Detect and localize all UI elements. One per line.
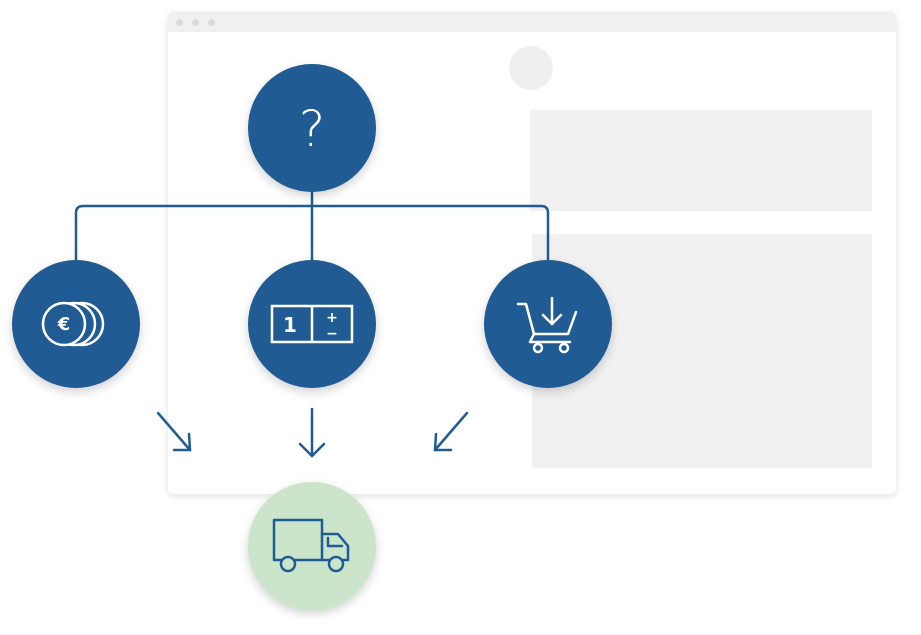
minus-symbol: − (326, 326, 338, 342)
cart-download-icon (516, 296, 578, 354)
euro-coins-icon: € (41, 301, 105, 347)
payment-option-node: € (12, 260, 140, 388)
arrow-middle-to-result (298, 407, 326, 458)
avatar-placeholder (509, 46, 553, 90)
question-node: ? (248, 64, 376, 192)
arrow-right-to-result (433, 411, 469, 452)
plus-symbol: + (326, 310, 338, 326)
cart-option-node (484, 260, 612, 388)
browser-window-mockup (168, 12, 896, 494)
delivery-truck-icon (272, 518, 350, 573)
quantity-option-node: 1 + − (248, 260, 376, 388)
quantity-value: 1 (283, 313, 297, 337)
question-mark-label: ? (298, 100, 326, 158)
euro-symbol: € (57, 314, 71, 335)
browser-title-bar (168, 12, 896, 32)
connector-branch (74, 204, 550, 264)
arrow-left-to-result (156, 411, 192, 452)
window-dot-icon (208, 19, 215, 26)
window-dot-icon (192, 19, 199, 26)
delivery-result-node (248, 482, 376, 610)
quantity-stepper-icon: 1 + − (270, 304, 354, 344)
window-dot-icon (176, 19, 183, 26)
content-placeholder-top (530, 110, 872, 211)
